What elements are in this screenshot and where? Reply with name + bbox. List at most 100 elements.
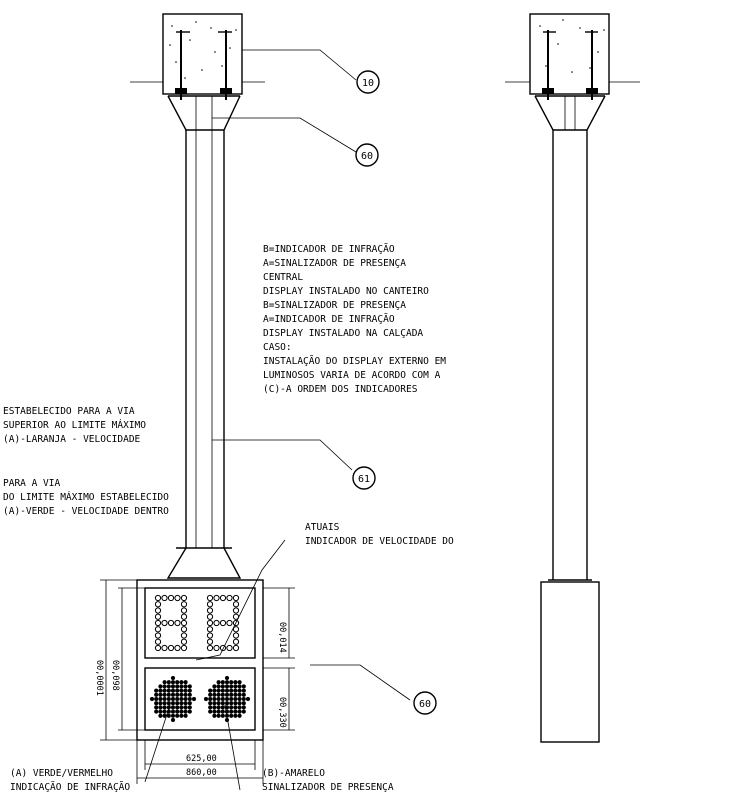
led-dot [233, 680, 238, 685]
led-dot [212, 684, 217, 689]
left-elevation: 00,0001 00,098 00,014 00,330 625,00 860,… [94, 13, 295, 784]
led-dot [166, 688, 171, 693]
led-dot [162, 709, 167, 714]
green-note-1: PARA A VIA [3, 478, 60, 489]
led-dot [175, 692, 180, 697]
dim-625: 625,00 [186, 754, 217, 764]
note-line-9: INSTALAÇÃO DO DISPLAY EXTERNO EM [263, 356, 446, 367]
led-dot [212, 696, 217, 702]
digit-segment-dot [232, 619, 240, 627]
speed-digits [154, 594, 240, 652]
bubble-60-bottom [413, 691, 437, 715]
led-dot [241, 684, 246, 689]
digit-segment-dot [206, 619, 214, 627]
note-line-8: CASO: [263, 342, 292, 353]
led-dot [170, 675, 176, 681]
digit-segment-dot [180, 619, 188, 627]
digit-segment-dot [232, 626, 240, 633]
digit-segment-dot [213, 594, 220, 602]
led-dot [183, 713, 188, 718]
digit-segment-dot [206, 594, 214, 602]
bubble-61-label: 61 [358, 474, 370, 485]
digit-segment-dot [180, 626, 188, 633]
pole-left [185, 130, 225, 548]
digit-segment-dot [154, 619, 162, 627]
led-dot [166, 713, 171, 718]
digit-segment-dot [206, 632, 214, 639]
digit-segment-dot [167, 594, 175, 602]
digit-segment-dot [180, 607, 188, 614]
led-dot [229, 705, 234, 710]
bubble-10 [356, 70, 380, 94]
digit-segment-dot [161, 619, 168, 627]
led-dot [237, 701, 242, 706]
led-dot [245, 696, 251, 702]
led-dot [216, 705, 221, 710]
led-dot [233, 701, 238, 706]
led-dot [170, 705, 176, 710]
digit-segment-dot [232, 594, 240, 602]
led-dot [158, 713, 163, 718]
led-dot [170, 696, 176, 702]
digit-segment-dot [226, 619, 233, 627]
digit-segment-dot [154, 644, 162, 652]
led-dot [162, 696, 167, 702]
left-notes: ESTABELECIDO PARA A VIA SUPERIOR AO LIMI… [3, 406, 169, 517]
led-dot [166, 701, 171, 706]
led-dot [162, 701, 167, 706]
led-dot [175, 684, 180, 689]
led-dot [175, 705, 180, 710]
led-dot [220, 692, 225, 697]
led-dot [220, 680, 225, 685]
led-dot [187, 684, 192, 689]
led-dot [237, 680, 242, 685]
led-dot [237, 705, 242, 710]
digit-segment-dot [206, 644, 214, 652]
led-dot [233, 692, 238, 697]
led-dot [183, 709, 188, 714]
led-dot [229, 692, 234, 697]
led-dot [154, 696, 159, 702]
concrete-slab-right [529, 13, 610, 95]
digit-segment-dot [167, 619, 175, 627]
note-line-10: LUMINOSOS VARIA DE ACORDO COM A [263, 370, 441, 381]
led-dot [170, 684, 176, 689]
dim-860-width: 860,00 [186, 768, 217, 778]
led-dot [233, 709, 238, 714]
digit-segment-dot [154, 632, 162, 639]
led-dot [212, 688, 217, 693]
led-dot [233, 688, 238, 693]
led-dot [175, 701, 180, 706]
led-dot [179, 692, 184, 697]
led-dot [208, 692, 213, 697]
digit-segment-dot [161, 644, 168, 652]
led-dot [166, 692, 171, 697]
digit-segment-dot [154, 626, 162, 633]
digit-segment-dot [213, 644, 220, 652]
led-dot [220, 701, 225, 706]
led-clusters [149, 675, 251, 723]
bottom-left-label-2: INDICAÇÃO DE INFRAÇÃO [10, 782, 130, 793]
led-dot [224, 692, 230, 697]
led-dot [216, 692, 221, 697]
leader-lines [144, 49, 411, 791]
digit-segment-dot [226, 594, 233, 602]
led-dot [216, 696, 221, 702]
callout-bubbles: 10 60 61 60 [352, 70, 437, 715]
digit-segment-dot [206, 601, 214, 608]
led-dot [179, 684, 184, 689]
digit-segment-dot [206, 626, 214, 633]
led-dot [154, 705, 159, 710]
led-dot [166, 680, 171, 685]
led-dot [208, 709, 213, 714]
led-dot [187, 701, 192, 706]
led-dot [241, 701, 246, 706]
led-dot [158, 692, 163, 697]
led-dot [158, 705, 163, 710]
digit-segment-dot [219, 619, 227, 627]
led-dot [179, 688, 184, 693]
dim-410: 00,014 [277, 622, 287, 653]
led-dot [166, 684, 171, 689]
dimension-lines [100, 579, 295, 784]
